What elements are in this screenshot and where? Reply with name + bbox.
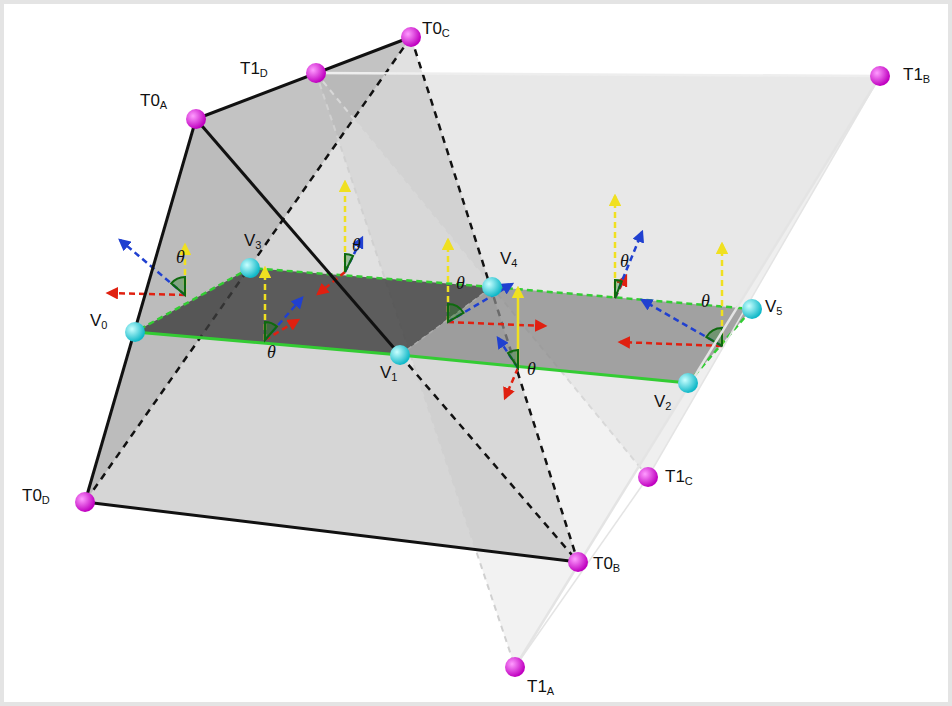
vertex-label: V3 [244,232,261,251]
vertex-label: V1 [380,364,397,383]
vertex-sphere [401,27,421,47]
angle-arc [448,304,463,322]
vertex-sphere [870,66,890,86]
vertex-sphere [75,492,95,512]
vertex-label: V4 [500,250,517,269]
hidden-edge [85,37,411,502]
tetra-edge [85,119,196,502]
vertex-label: V5 [765,298,782,317]
angle-label: θ [527,360,536,380]
vertex-sphere [125,322,145,342]
plane-edge [135,268,250,332]
tetra-edge [85,502,578,562]
hidden-edge [316,73,648,477]
angle-arc [345,254,353,272]
vertex-label: T0D [22,487,50,506]
tangent-vector [620,342,722,346]
tetra-edge [648,76,880,477]
vertex-sphere [390,345,410,365]
vertex-label: T1A [527,678,554,697]
angle-label: θ [456,274,465,294]
vertex-label: V0 [90,312,107,331]
hidden-edge [316,73,515,667]
vertex-label: T1B [903,66,930,85]
tetra-edge [515,477,648,667]
plane-edge [400,355,688,383]
direction-vector [265,298,302,340]
vertex-sphere [568,552,588,572]
plane-edge [400,287,492,355]
tetra-edge [515,76,880,667]
vertex-sphere [482,277,502,297]
vertex-sphere [186,109,206,129]
background [4,4,948,702]
tangent-vector [505,368,518,398]
angle-arc [265,322,277,340]
vertex-sphere [505,657,525,677]
tetra-edge [196,119,400,355]
angle-label: θ [352,236,361,256]
tetra-face [85,37,411,502]
vertex-sphere [306,63,326,83]
tetra-edge [316,73,880,76]
vertex-label: T0B [593,555,620,574]
plane-edge [492,287,752,309]
angle-arc [615,280,622,298]
angle-label: θ [176,248,185,268]
tetra-edge [196,37,411,119]
direction-vector [642,300,722,346]
vertex-sphere [638,467,658,487]
angle-arc [171,277,185,295]
angle-label: θ [701,292,710,312]
angle-arc [508,350,518,368]
angle-label: θ [620,252,629,272]
vertex-label: T0A [140,92,167,111]
direction-vector [498,338,518,368]
tetra-edge [400,355,578,562]
direction-vector [615,232,642,298]
vertex-label: T1C [665,468,693,487]
tangent-vector [448,322,545,326]
plane-edge [250,268,492,287]
vertex-label: T1D [240,60,268,79]
tangent-vector [615,276,626,298]
vertex-sphere [742,299,762,319]
vertex-sphere [240,258,260,278]
vertex-label: V2 [654,393,671,412]
angle-label: θ [267,343,276,363]
vertex-label: T0C [422,20,450,39]
vertex-sphere [678,373,698,393]
